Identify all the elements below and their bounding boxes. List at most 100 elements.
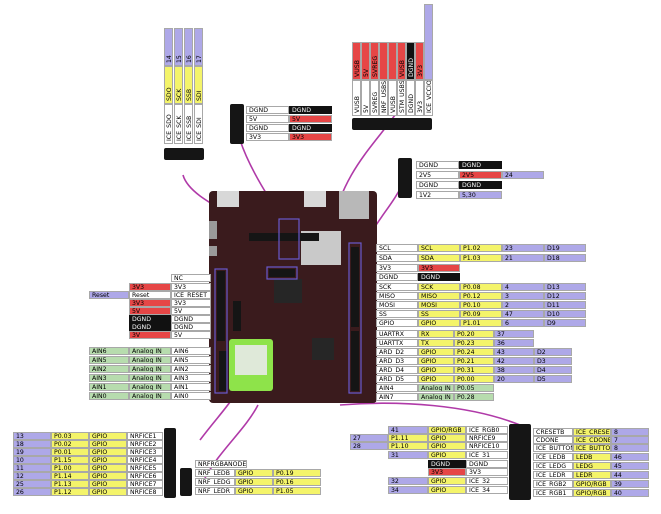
tr-fn-8 [424,4,433,80]
rl-fn-5: GPIO [418,375,454,383]
rl-d-5: D5 [534,375,572,383]
rp-b-2: DGND [459,181,502,189]
tr-fn-1: 5V [361,42,370,80]
fpga-board [209,191,377,403]
ll-b-5: Analog IN [129,392,171,400]
brr-num-5: 44 [611,471,649,479]
brr-fn-2: ICE_BUTTON [573,444,611,452]
tr-fn-3 [379,42,388,80]
bl-fn-2: GPIO [89,448,127,456]
brl-name-4: ICE_31 [466,451,508,459]
brl-fn-0: GPIO/RGB [428,426,466,434]
bl-fn-7: GPIO [89,488,127,496]
ll-c-4: AIN1 [171,383,211,391]
bl-fn-6: GPIO [89,480,127,488]
rm-num-1: 21 [502,254,544,262]
rl-name-3: ARD_D3 [376,357,418,365]
brr-fn-1: ICE_CDONE [573,436,611,444]
brl-fn-4: GPIO [428,451,466,459]
up-b-1: 5V [289,115,332,123]
tr-fn-2: SVREG [370,42,379,80]
rp-a-1: 2V5 [416,171,459,179]
bl-num-3: 10 [13,456,51,464]
tr-fn-7: 3V3 [415,42,424,80]
brr-fn-5: LEDR [573,471,611,479]
header-top-right [352,118,432,130]
rl-fn-7: Analog IN [418,393,454,401]
brl-name-7: ICE_32 [466,477,508,485]
tr-sig-6: DGND [406,80,415,116]
rm-port-1: P1.03 [460,254,502,262]
rm-port-5: P0.12 [460,292,502,300]
brr-name-7: ICE_RGB1 [533,489,573,497]
bl-port-2: P0.01 [51,448,89,456]
brr-name-5: ICE_LEDR [533,471,573,479]
ll-b-3: Analog IN [129,374,171,382]
brr-num-3: 46 [611,453,649,461]
bl-port-0: P0.03 [51,432,89,440]
lm-c-6: DGND [171,323,211,331]
lm-c-5: DGND [171,315,211,323]
rm-d-5: D12 [544,292,586,300]
rm-fn-8: GPIO [418,319,460,327]
brl-name-1: NRFICE9 [466,434,508,442]
tr-sig-4: VUSB [388,80,397,116]
ll-b-2: Analog IN [129,365,171,373]
rp-c: 24 [502,171,544,179]
tr-fn-4 [388,42,397,80]
rm-fn-6: MOSI [418,301,460,309]
rl-name-7: AIN7 [376,393,418,401]
rl-fn-4: GPIO [418,366,454,374]
bl-fn-4: GPIO [89,464,127,472]
rl-fn-3: GPIO [418,357,454,365]
rm-num-0: 23 [502,244,544,252]
tr-sig-2: SVREG [370,80,379,116]
bl-num-7: 26 [13,488,51,496]
rm-fn-2: 3V3 [418,264,460,272]
rm-num-7: 47 [502,310,544,318]
rl-fn-6: Analog IN [418,384,454,392]
rm-num-8: 6 [502,319,544,327]
rm-d-8: D9 [544,319,586,327]
bl-port-4: P1.00 [51,464,89,472]
bl-name-2: NRFICE3 [127,448,163,456]
ll-b-0: Analog IN [129,347,171,355]
brl-fn-6: 3V3 [428,468,466,476]
wire-bottom-right [339,402,521,426]
rl-num-1: 36 [494,339,534,347]
tr-sig-1: 5V [361,80,370,116]
brr-name-4: ICE_LEDG [533,462,573,470]
brr-name-3: ICE_LEDB [533,453,573,461]
rm-fn-1: SDA [418,254,460,262]
lm-c-7: 5V [171,331,211,339]
lm-b-1: 3V3 [129,283,171,291]
lm-c-1: 3V3 [171,283,211,291]
up-b-3: 3V3 [289,133,332,141]
rp-a-2: DGND [416,181,459,189]
bl-num-4: 11 [13,464,51,472]
rm-port-7: P0.09 [460,310,502,318]
tr-fn-0: VUSB [352,42,361,80]
rm-fn-5: MISO [418,292,460,300]
rm-num-4: 4 [502,283,544,291]
rm-name-8: GPIO [376,319,418,327]
ll-a-2: AIN2 [89,365,129,373]
up-a-2: DGND [246,124,289,132]
rl-port-0: P0.20 [454,330,494,338]
brr-num-2: 8 [611,444,649,452]
brr-num-1: 7 [611,436,649,444]
rm-d-6: D11 [544,301,586,309]
bl-num-2: 19 [13,448,51,456]
brl-num-4: 31 [388,451,428,459]
bl-name-5: NRFICE6 [127,472,163,480]
bl-num-5: 12 [13,472,51,480]
ll-a-5: AIN0 [89,392,129,400]
brl-port-1: P1.11 [388,434,428,442]
brl-name-2: NRFICE10 [466,442,508,450]
tl-fn-2: SSB [184,66,193,104]
bm-fn-2: GPIO [235,487,273,495]
bm-name-1: NRF_LEDG [195,478,235,486]
rl-d-4: D4 [534,366,572,374]
brr-fn-7: GPIO/RGB [573,489,611,497]
rm-name-1: SDA [376,254,418,262]
